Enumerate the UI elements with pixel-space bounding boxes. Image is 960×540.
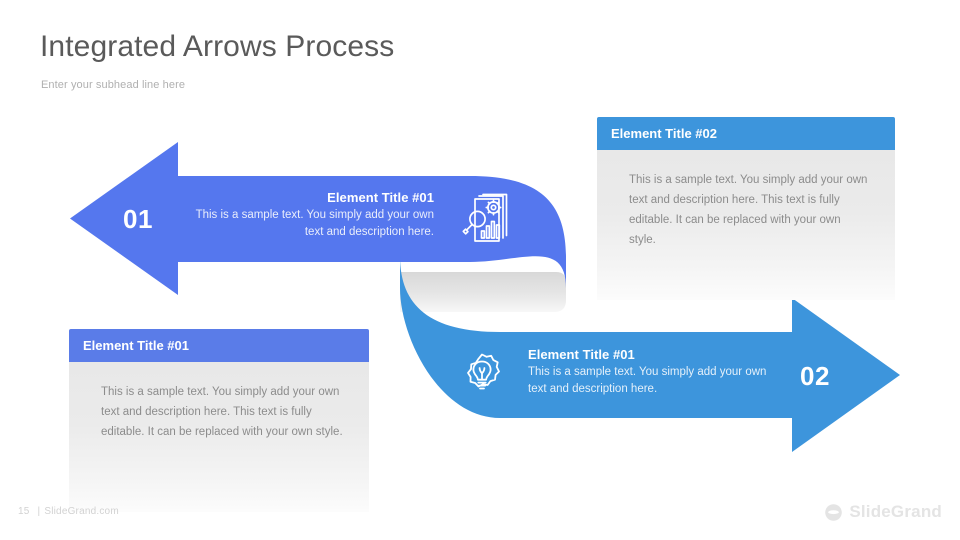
card-top-right-title: Element Title #02	[597, 117, 895, 150]
sphere-logo-icon	[825, 503, 843, 521]
arrow-left-shape	[70, 142, 566, 295]
card-element-title-02: Element Title #02 This is a sample text.…	[597, 117, 895, 300]
arrow-left-text: Element Title #01 This is a sample text.…	[182, 190, 434, 241]
footer-left: 15 |SlideGrand.com	[18, 506, 119, 517]
connector-shadow	[400, 272, 566, 312]
arrow-right-text: Element Title #01 This is a sample text.…	[528, 347, 780, 398]
card-bottom-left-title: Element Title #01	[69, 329, 369, 362]
arrow-right-number: 02	[800, 361, 830, 391]
arrow-right-shape	[400, 256, 900, 452]
arrow-left-title: Element Title #01	[327, 190, 434, 205]
lightbulb-gear-icon	[452, 348, 512, 411]
arrow-left-number: 01	[123, 204, 153, 234]
document-chart-search-icon	[455, 193, 515, 256]
arrow-right-title: Element Title #01	[528, 347, 635, 362]
arrow-left-body: This is a sample text. You simply add yo…	[195, 209, 434, 238]
arrow-right-body: This is a sample text. You simply add yo…	[528, 366, 767, 395]
page-subhead: Enter your subhead line here	[41, 79, 186, 91]
card-element-title-01: Element Title #01 This is a sample text.…	[69, 329, 369, 512]
footer-site[interactable]: SlideGrand.com	[44, 506, 119, 517]
brand-logo: SlideGrand	[824, 502, 942, 522]
card-bottom-left-body: This is a sample text. You simply add yo…	[69, 362, 369, 512]
page-number: 15	[18, 506, 30, 517]
brand-name: SlideGrand	[849, 502, 942, 521]
footer-separator: |	[37, 506, 41, 517]
page-title: Integrated Arrows Process	[40, 30, 395, 63]
card-top-right-body: This is a sample text. You simply add yo…	[597, 150, 895, 300]
